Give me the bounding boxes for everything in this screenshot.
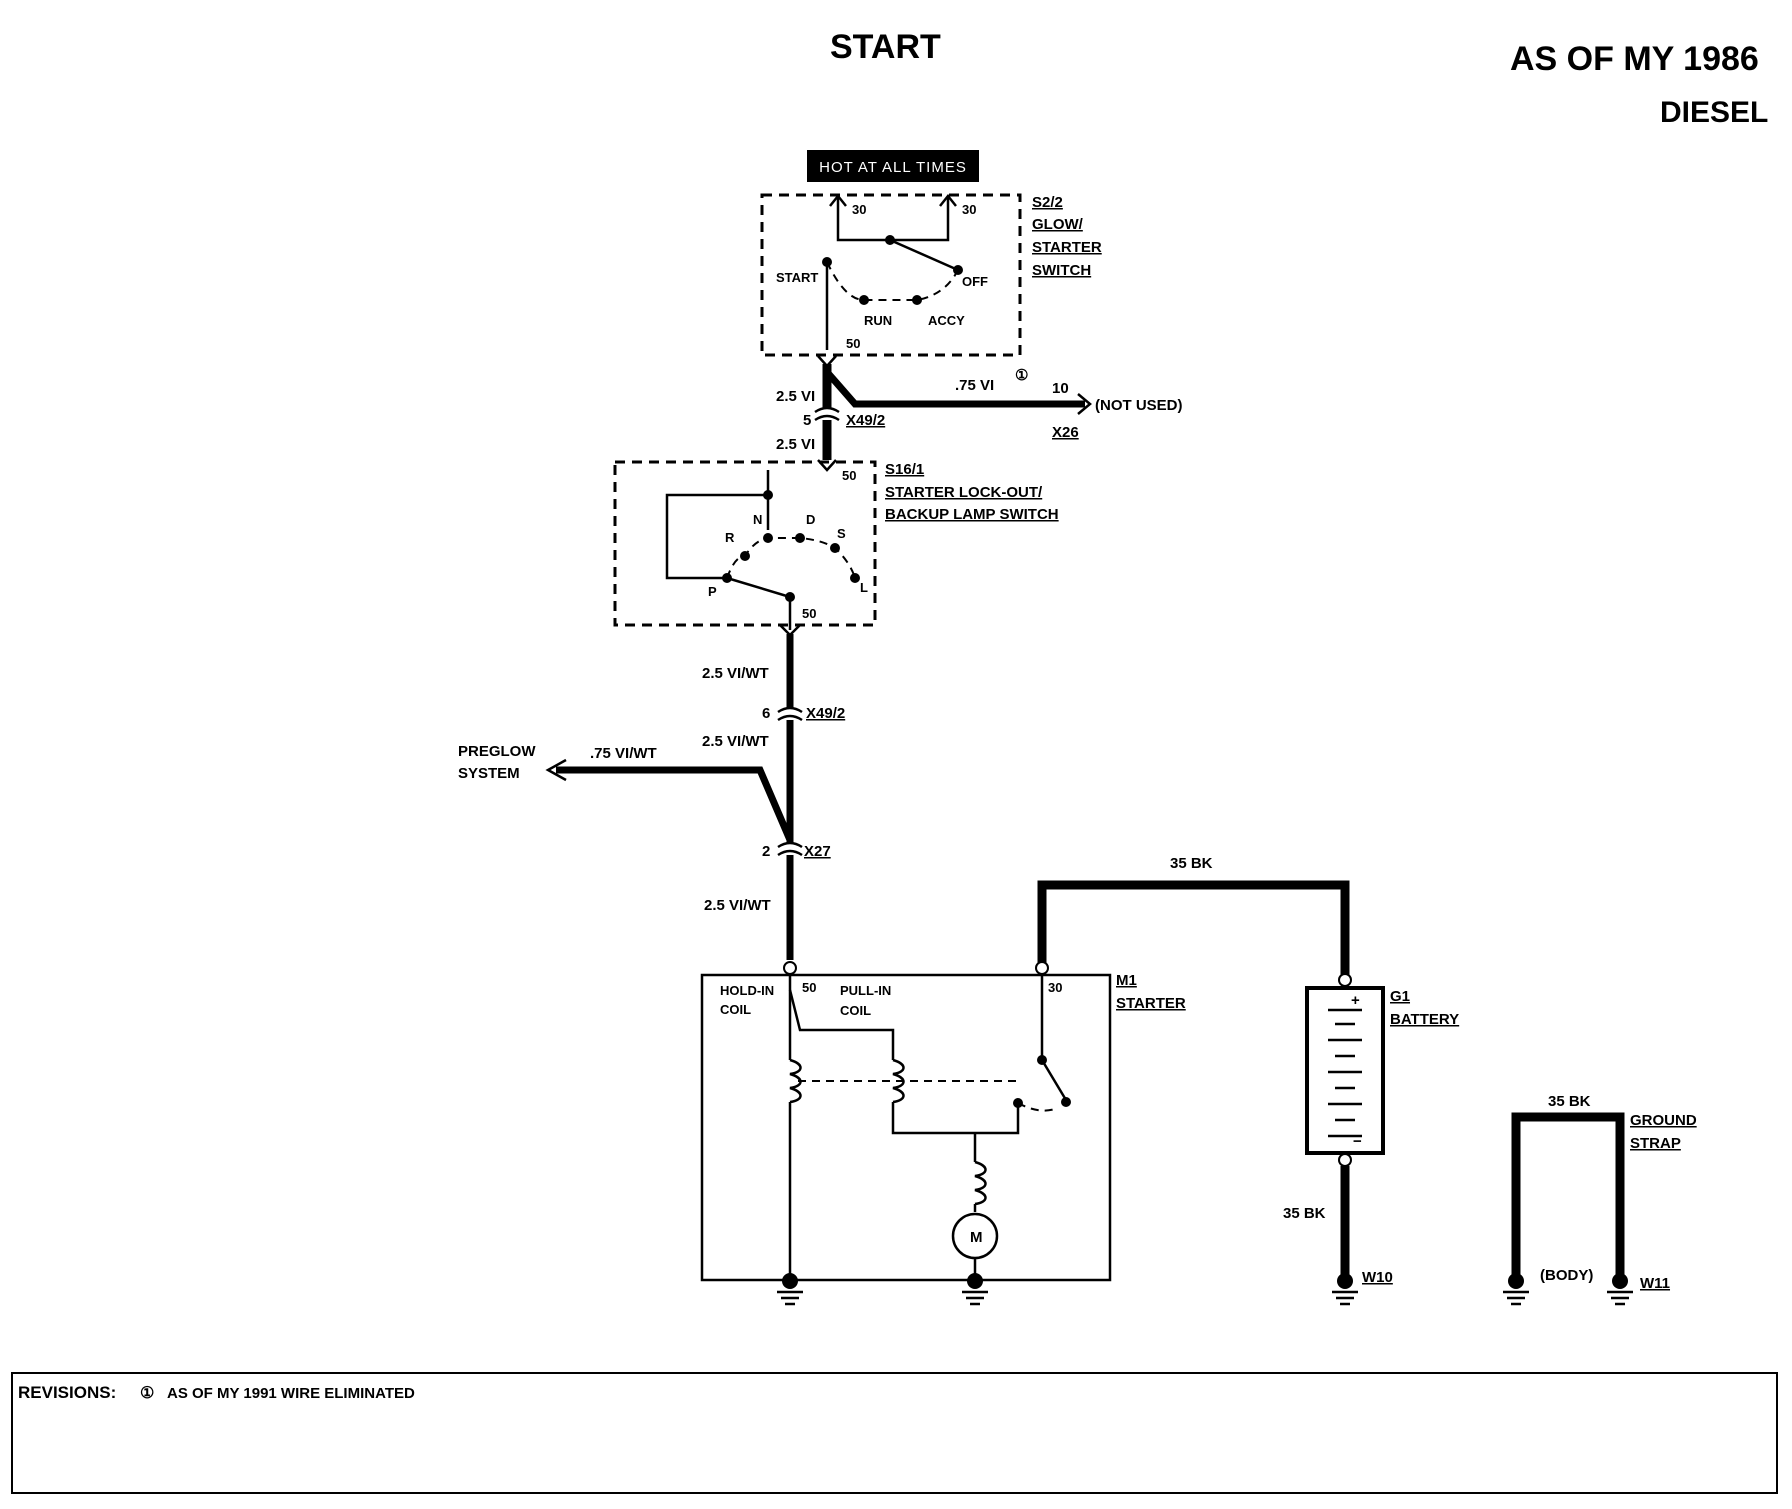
s161-terminal-in: 50	[842, 468, 856, 483]
hot-at-all-times-label: HOT AT ALL TIMES	[819, 159, 967, 176]
ground-icon	[1607, 1273, 1633, 1306]
s161-position-l: L	[860, 580, 868, 595]
s161-id: S16/1	[885, 461, 924, 478]
ground-icon	[962, 1273, 988, 1306]
pull-in-label-2: COIL	[840, 1003, 871, 1018]
x49-mid-connector: X49/2	[806, 705, 845, 722]
battery-positive-cable	[1037, 880, 1350, 975]
s22-id: S2/2	[1032, 194, 1063, 211]
s161-name-line2: BACKUP LAMP SWITCH	[885, 506, 1059, 523]
wire-label-3: .75 VI	[955, 377, 994, 394]
preglow-line2: SYSTEM	[458, 765, 520, 782]
lockout-switch-internals	[665, 470, 860, 630]
s161-position-d: D	[806, 512, 815, 527]
x26-connector: X26	[1052, 424, 1079, 441]
motor-symbol-label: M	[970, 1229, 983, 1246]
lockout-switch-box	[613, 460, 877, 627]
not-used-label: (NOT USED)	[1095, 397, 1183, 414]
battery-minus: −	[1353, 1133, 1362, 1150]
ground-icon	[1332, 1273, 1358, 1306]
ground-strap-line2: STRAP	[1630, 1135, 1681, 1152]
battery-positive-terminal	[1338, 973, 1352, 987]
ground-icon	[777, 1273, 803, 1306]
battery-name: BATTERY	[1390, 1011, 1459, 1028]
s22-position-accy: ACCY	[928, 313, 965, 328]
s22-name-line2: STARTER	[1032, 239, 1102, 256]
wire-label-9: 35 BK	[1283, 1205, 1326, 1222]
hot-at-all-times-box	[807, 150, 979, 182]
x49-top-pin: 5	[803, 412, 811, 429]
model-year: AS OF MY 1986	[1510, 40, 1759, 78]
x49-top-connector: X49/2	[846, 412, 885, 429]
s161-position-n: N	[753, 512, 762, 527]
wire-label-2: 2.5 VI	[776, 436, 815, 453]
starter-internals	[783, 961, 1071, 1278]
s22-position-off: OFF	[962, 274, 988, 289]
body-label: (BODY)	[1540, 1267, 1593, 1284]
wire-label-10: 35 BK	[1548, 1093, 1591, 1110]
x26-pin: 10	[1052, 380, 1069, 397]
battery-cells	[1328, 1008, 1362, 1138]
s161-terminal-out: 50	[802, 606, 816, 621]
terminal-30-label: 30	[1048, 980, 1062, 995]
s22-terminal-a: 30	[852, 202, 866, 217]
glow-starter-switch-internals	[822, 193, 963, 350]
s161-name-line1: STARTER LOCK-OUT/	[885, 484, 1043, 501]
revisions-box	[11, 1372, 1778, 1494]
preglow-line1: PREGLOW	[458, 743, 536, 760]
diagram-title: START	[830, 28, 941, 66]
s22-terminal-b: 30	[962, 202, 976, 217]
starter-name: STARTER	[1116, 995, 1186, 1012]
terminal-50-label: 50	[802, 980, 816, 995]
starter-box	[700, 973, 1112, 1282]
ground-icon	[1503, 1273, 1529, 1306]
battery-negative-terminal	[1338, 1153, 1352, 1167]
ground-w10: W10	[1362, 1269, 1393, 1286]
starter-feed-wire	[777, 624, 803, 960]
hold-in-label-2: COIL	[720, 1002, 751, 1017]
revisions-marker: ①	[140, 1385, 154, 1402]
wire-label-6: .75 VI/WT	[590, 745, 657, 762]
wire-label-1: 2.5 VI	[776, 388, 815, 405]
revision-marker: ①	[1015, 367, 1028, 384]
pull-in-label-1: PULL-IN	[840, 983, 891, 998]
preglow-branch-wire	[545, 758, 794, 842]
revisions-label: REVISIONS:	[18, 1383, 116, 1402]
s22-position-run: RUN	[864, 313, 892, 328]
s22-terminal-out: 50	[846, 336, 860, 351]
s161-position-s: S	[837, 526, 846, 541]
glow-starter-switch-box	[760, 193, 1022, 357]
ground-strap-cable	[1511, 1112, 1625, 1275]
s22-name-line3: SWITCH	[1032, 262, 1091, 279]
ground-w11: W11	[1640, 1275, 1670, 1292]
wire-label-4: 2.5 VI/WT	[702, 665, 769, 682]
s161-position-p: P	[708, 584, 717, 599]
wire-label-7: 2.5 VI/WT	[704, 897, 771, 914]
x49-mid-pin: 6	[762, 705, 770, 722]
x26-branch-wire	[824, 369, 1092, 415]
x27-pin: 2	[762, 843, 770, 860]
x27-connector: X27	[804, 843, 831, 860]
s22-position-start: START	[776, 270, 818, 285]
battery-body	[1305, 986, 1385, 1155]
engine-type: DIESEL	[1660, 96, 1768, 129]
hold-in-label-1: HOLD-IN	[720, 983, 774, 998]
s22-name-line1: GLOW/	[1032, 216, 1084, 233]
wire-label-8: 35 BK	[1170, 855, 1213, 872]
revisions-text: AS OF MY 1991 WIRE ELIMINATED	[167, 1385, 415, 1402]
battery-id: G1	[1390, 988, 1410, 1005]
s161-position-r: R	[725, 530, 735, 545]
battery-plus: +	[1351, 992, 1360, 1009]
wire-label-5: 2.5 VI/WT	[702, 733, 769, 750]
ground-strap-line1: GROUND	[1630, 1112, 1697, 1129]
starter-id: M1	[1116, 972, 1137, 989]
